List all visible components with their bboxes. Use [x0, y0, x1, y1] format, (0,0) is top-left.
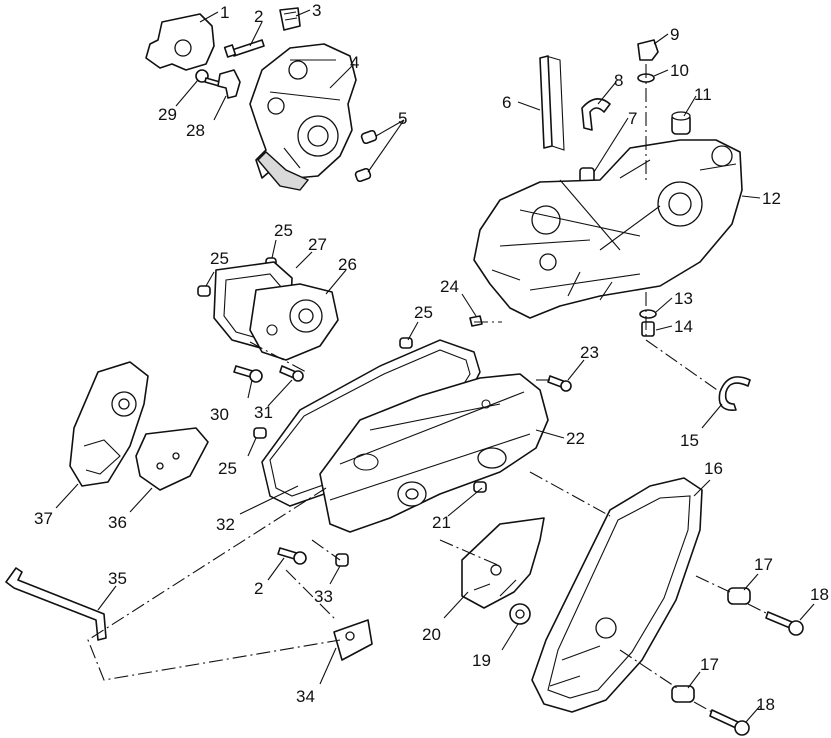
callout-4: 4 [350, 53, 359, 72]
part-21-pin [473, 481, 487, 493]
callout-20: 20 [422, 625, 441, 644]
part-37-cover [69, 361, 149, 487]
callout-25d: 25 [218, 459, 237, 478]
callout-17a: 17 [754, 555, 773, 574]
callout-10: 10 [670, 61, 689, 80]
part-15-circlip [718, 376, 751, 411]
callout-16: 16 [704, 459, 723, 478]
callout-8: 8 [614, 71, 623, 90]
callout-1: 1 [220, 3, 229, 22]
callout-35: 35 [108, 569, 127, 588]
callout-7: 7 [628, 109, 637, 128]
part-25-dowel-c [399, 337, 413, 349]
callout-21: 21 [432, 513, 451, 532]
part-12-crankcase [473, 139, 743, 319]
part-34-bracket [333, 619, 373, 661]
part-29-bolt [195, 69, 221, 87]
part-36-plate [135, 427, 209, 491]
callout-2: 2 [254, 7, 263, 26]
part-2-bolt-top [223, 39, 265, 58]
callout-19: 19 [472, 651, 491, 670]
callout-33: 33 [314, 587, 333, 606]
part-33-dowel [335, 553, 349, 567]
callout-29: 29 [158, 105, 177, 124]
part-26-cover [249, 283, 339, 361]
callout-18a: 18 [810, 585, 829, 604]
part-2-bolt-bottom [277, 547, 307, 565]
leader-lines [55, 9, 815, 723]
callout-3: 3 [312, 1, 321, 20]
part-19-nut [509, 603, 531, 625]
part-9-cap [637, 39, 659, 61]
callout-6: 6 [502, 93, 511, 112]
part-17-spacer-bottom [671, 685, 695, 703]
callout-37: 37 [34, 509, 53, 528]
part-5-dowel-pins [354, 129, 378, 183]
part-14-bolt [641, 321, 655, 337]
callout-25a: 25 [274, 221, 293, 240]
part-17-spacer-top [727, 587, 751, 605]
part-1-gasket [145, 13, 215, 71]
callout-32: 32 [216, 515, 235, 534]
part-4-gear-housing [249, 43, 357, 191]
callout-24: 24 [440, 277, 459, 296]
part-11-bushing [671, 111, 691, 135]
callout-23: 23 [580, 343, 599, 362]
part-35-rod [5, 567, 107, 641]
callout-22: 22 [566, 429, 585, 448]
callout-36: 36 [108, 513, 127, 532]
part-30-bolt [233, 365, 263, 383]
part-13-washer [639, 309, 657, 319]
part-18-bolt-bottom [709, 709, 750, 736]
part-28-bracket [217, 69, 241, 99]
callout-12: 12 [762, 189, 781, 208]
callout-9: 9 [670, 25, 679, 44]
part-22-clutch-cover [319, 373, 549, 533]
part-25-dowel-d [253, 427, 267, 439]
callout-5: 5 [398, 109, 407, 128]
callout-34: 34 [296, 687, 315, 706]
callout-labels: 1 2 3 4 5 6 7 8 9 10 11 12 13 14 15 16 1… [34, 1, 829, 714]
callout-14: 14 [674, 317, 693, 336]
part-24-pin [469, 315, 483, 327]
part-25-dowel-b [197, 285, 211, 297]
part-20-plate [461, 517, 545, 609]
part-3-clip [279, 7, 301, 31]
part-18-bolt-top [765, 611, 804, 636]
callout-31: 31 [254, 403, 273, 422]
callout-18b: 18 [756, 695, 775, 714]
callout-17b: 17 [700, 655, 719, 674]
part-31-bolt [279, 365, 304, 382]
part-16-outer-cover [531, 477, 703, 713]
callout-27: 27 [308, 235, 327, 254]
part-23-bolt [547, 375, 572, 392]
assembly-lines [87, 64, 769, 713]
callout-25b: 25 [210, 249, 229, 268]
callout-26: 26 [338, 255, 357, 274]
callout-15: 15 [680, 431, 699, 450]
callout-2b: 2 [254, 579, 263, 598]
callout-28: 28 [186, 121, 205, 140]
callout-11: 11 [694, 85, 712, 104]
part-6-strip [539, 55, 565, 151]
callout-30: 30 [210, 405, 229, 424]
callout-13: 13 [674, 289, 693, 308]
callout-25c: 25 [414, 303, 433, 322]
part-8-seal [581, 98, 611, 131]
